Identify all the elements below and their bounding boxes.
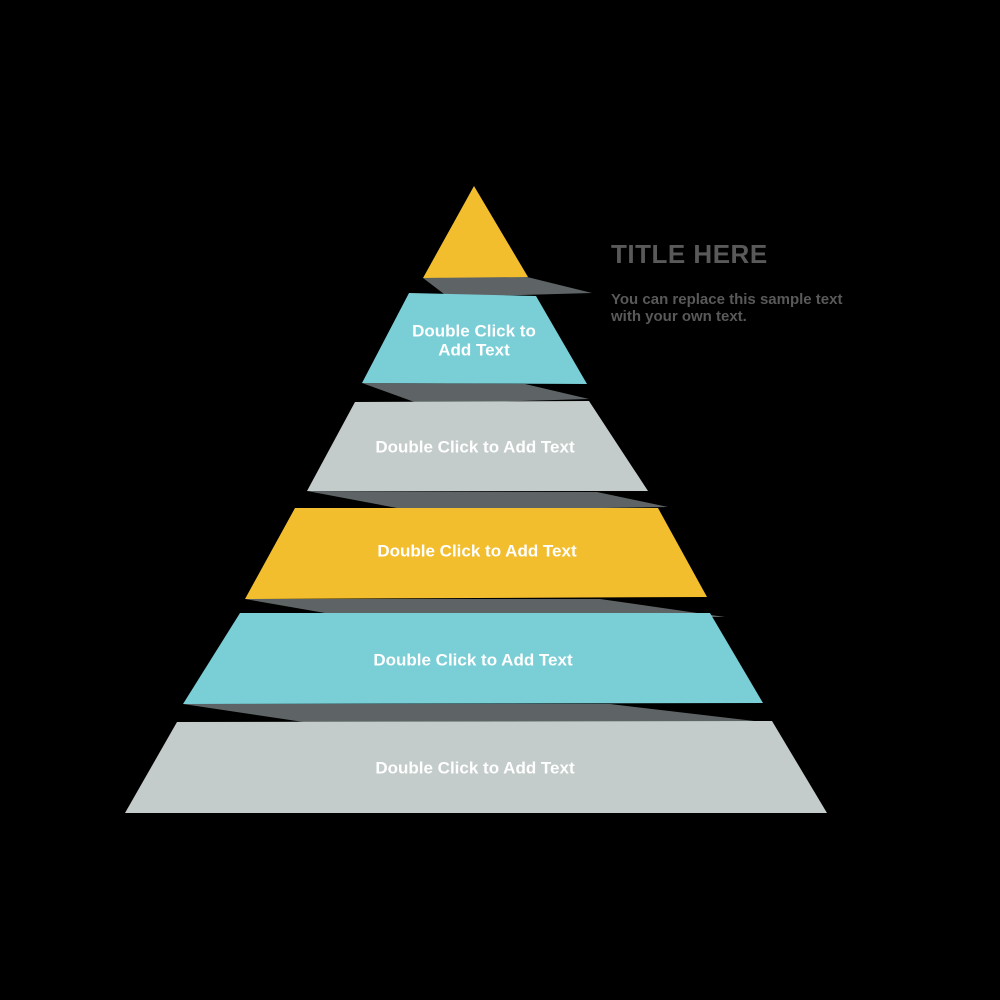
pyramid-level-1-shape[interactable] xyxy=(423,186,528,278)
subtitle-line-2: with your own text. xyxy=(611,307,747,325)
level-5-shadow xyxy=(183,704,771,724)
pyramid-level-1[interactable] xyxy=(423,186,528,278)
pyramid-level-6[interactable]: Double Click to Add Text xyxy=(125,721,827,813)
pyramid-level-3-shape[interactable] xyxy=(307,401,648,491)
subtitle-text[interactable]: You can replace this sample text with yo… xyxy=(611,291,931,325)
pyramid-level-4-label-line-1: Double Click to Add Text xyxy=(377,542,577,561)
pyramid-level-5-label-line-1: Double Click to Add Text xyxy=(373,651,573,670)
level-4-shadow xyxy=(245,599,725,617)
pyramid-level-2-label-line-1: Double Click to xyxy=(412,322,536,341)
pyramid-level-2-shape[interactable] xyxy=(362,293,587,384)
level-1-shadow xyxy=(423,276,592,297)
title-block: TITLE HERE You can replace this sample t… xyxy=(611,240,931,325)
level-3-shadow xyxy=(307,491,668,511)
pyramid-level-6-label-line-1: Double Click to Add Text xyxy=(375,759,575,778)
pyramid-level-4-shape[interactable] xyxy=(245,508,707,599)
title-text[interactable]: TITLE HERE xyxy=(611,239,768,269)
pyramid-level-4[interactable]: Double Click to Add Text xyxy=(245,508,707,599)
pyramid-level-5-shape[interactable] xyxy=(183,613,763,704)
pyramid-level-5[interactable]: Double Click to Add Text xyxy=(183,613,763,704)
pyramid-level-6-shape[interactable] xyxy=(125,721,827,813)
pyramid-level-3[interactable]: Double Click to Add Text xyxy=(307,401,648,491)
pyramid-level-2-label-line-2: Add Text xyxy=(438,341,510,360)
level-2-shadow xyxy=(362,383,589,404)
pyramid-level-3-label-line-1: Double Click to Add Text xyxy=(375,438,575,457)
subtitle-line-1: You can replace this sample text xyxy=(611,290,843,308)
